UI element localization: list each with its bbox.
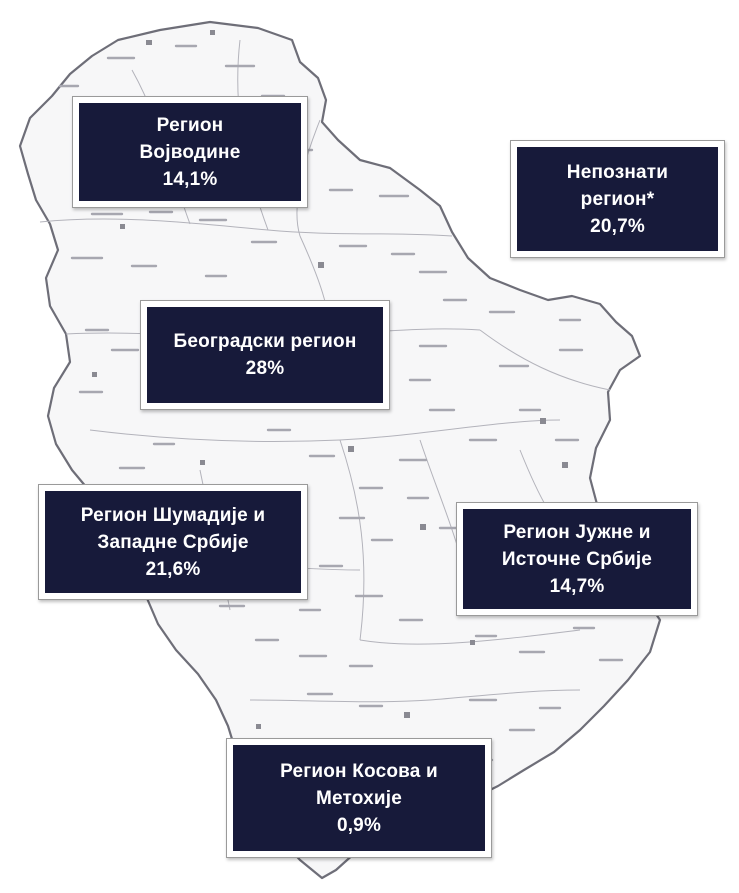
region-name-line: Западне Србије <box>97 531 249 553</box>
region-label-belgrade: Београдски регион 28% <box>140 300 390 410</box>
region-label-unknown: Непознати регион* 20,7% <box>510 140 725 258</box>
region-name-line: Метохије <box>315 787 403 809</box>
region-name-line: Регион Јужне и <box>503 521 651 543</box>
region-share: 28% <box>245 358 285 379</box>
region-name-line: Регион Шумадије и <box>80 504 266 526</box>
region-share: 21,6% <box>145 558 201 580</box>
region-name-line: Београдски регион <box>173 331 357 352</box>
region-share: 14,7% <box>549 575 605 597</box>
region-label-south-east-panel: Регион Јужне и Источне Србије 14,7% <box>463 509 691 609</box>
region-label-kosovo: Регион Косова и Метохије 0,9% <box>226 738 492 858</box>
region-name-line: Непознати <box>566 161 669 183</box>
region-share: 20,7% <box>590 215 645 237</box>
region-label-south-east: Регион Јужне и Источне Србије 14,7% <box>456 502 698 616</box>
region-label-kosovo-panel: Регион Косова и Метохије 0,9% <box>233 745 485 851</box>
region-share: 0,9% <box>336 814 382 836</box>
region-name-line: Регион Косова и <box>280 760 438 782</box>
region-name-line: Регион <box>156 114 224 136</box>
region-name-line: Источне Србије <box>501 548 653 570</box>
region-name-line: Војводине <box>139 141 241 163</box>
region-label-belgrade-panel: Београдски регион 28% <box>147 307 383 403</box>
region-label-sumadija-west-panel: Регион Шумадије и Западне Србије 21,6% <box>45 491 301 593</box>
region-label-vojvodina-panel: Регион Војводине 14,1% <box>79 103 301 201</box>
region-label-sumadija-west: Регион Шумадије и Западне Србије 21,6% <box>38 484 308 600</box>
region-label-unknown-panel: Непознати регион* 20,7% <box>517 147 718 251</box>
region-label-vojvodina: Регион Војводине 14,1% <box>72 96 308 208</box>
region-name-line: регион* <box>580 188 655 210</box>
region-share: 14,1% <box>162 168 218 190</box>
